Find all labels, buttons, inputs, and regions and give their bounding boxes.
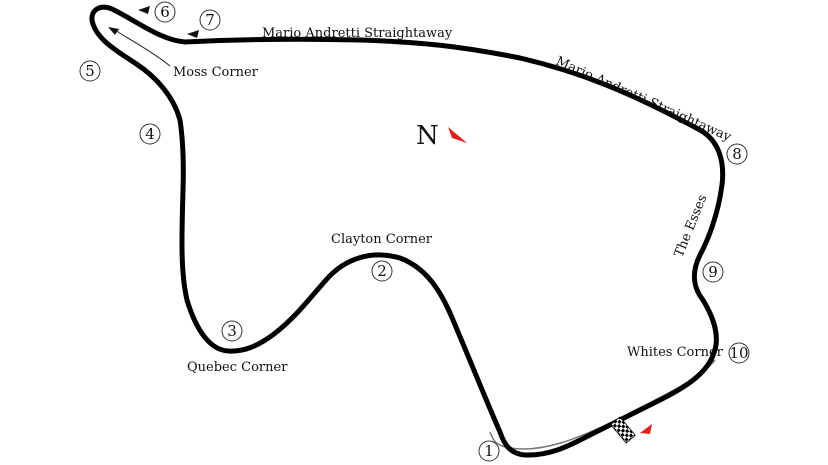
turn-marker-8: 8 (726, 143, 748, 165)
label-moss-corner: Moss Corner (173, 65, 259, 80)
pit-lane (489, 359, 716, 450)
turn-marker-9: 9 (702, 261, 724, 283)
label-quebec-corner: Quebec Corner (187, 360, 288, 375)
turn-marker-7: 7 (199, 9, 221, 31)
svg-text:3: 3 (227, 322, 237, 340)
moss-corner-pointer (114, 29, 171, 67)
svg-text:9: 9 (708, 263, 718, 281)
turn-marker-4: 4 (139, 123, 161, 145)
moss-arrow-head-icon (108, 27, 119, 35)
turn-marker-3: 3 (221, 320, 243, 342)
circuit-track (89, 4, 726, 458)
turn-marker-2: 2 (371, 260, 393, 282)
red-triangle-arrow-icon (640, 424, 652, 434)
turn-marker-1: 1 (478, 440, 500, 462)
north-arrow-icon (448, 127, 467, 143)
label-clayton-corner: Clayton Corner (331, 232, 433, 247)
label-andretti-straight-top: Mario Andretti Straightaway (262, 26, 453, 41)
svg-text:6: 6 (160, 3, 170, 21)
turn-6-arrow-icon (138, 6, 150, 14)
turn-marker-10: 10 (728, 342, 750, 364)
svg-text:1: 1 (484, 442, 494, 460)
svg-text:10: 10 (729, 344, 748, 362)
turn-7-arrow-icon (187, 30, 199, 38)
label-andretti-straight-diagonal: Mario Andretti Straightaway (553, 54, 734, 145)
svg-text:7: 7 (205, 11, 215, 29)
svg-text:5: 5 (85, 62, 95, 80)
label-whites-corner: Whites Corner (627, 345, 724, 360)
svg-text:8: 8 (732, 145, 742, 163)
svg-text:4: 4 (145, 125, 155, 143)
turn-marker-6: 6 (154, 1, 176, 23)
checkered-flag-icon (610, 416, 636, 444)
north-label: N (416, 121, 439, 151)
turn-marker-5: 5 (79, 60, 101, 82)
svg-text:2: 2 (377, 262, 387, 280)
